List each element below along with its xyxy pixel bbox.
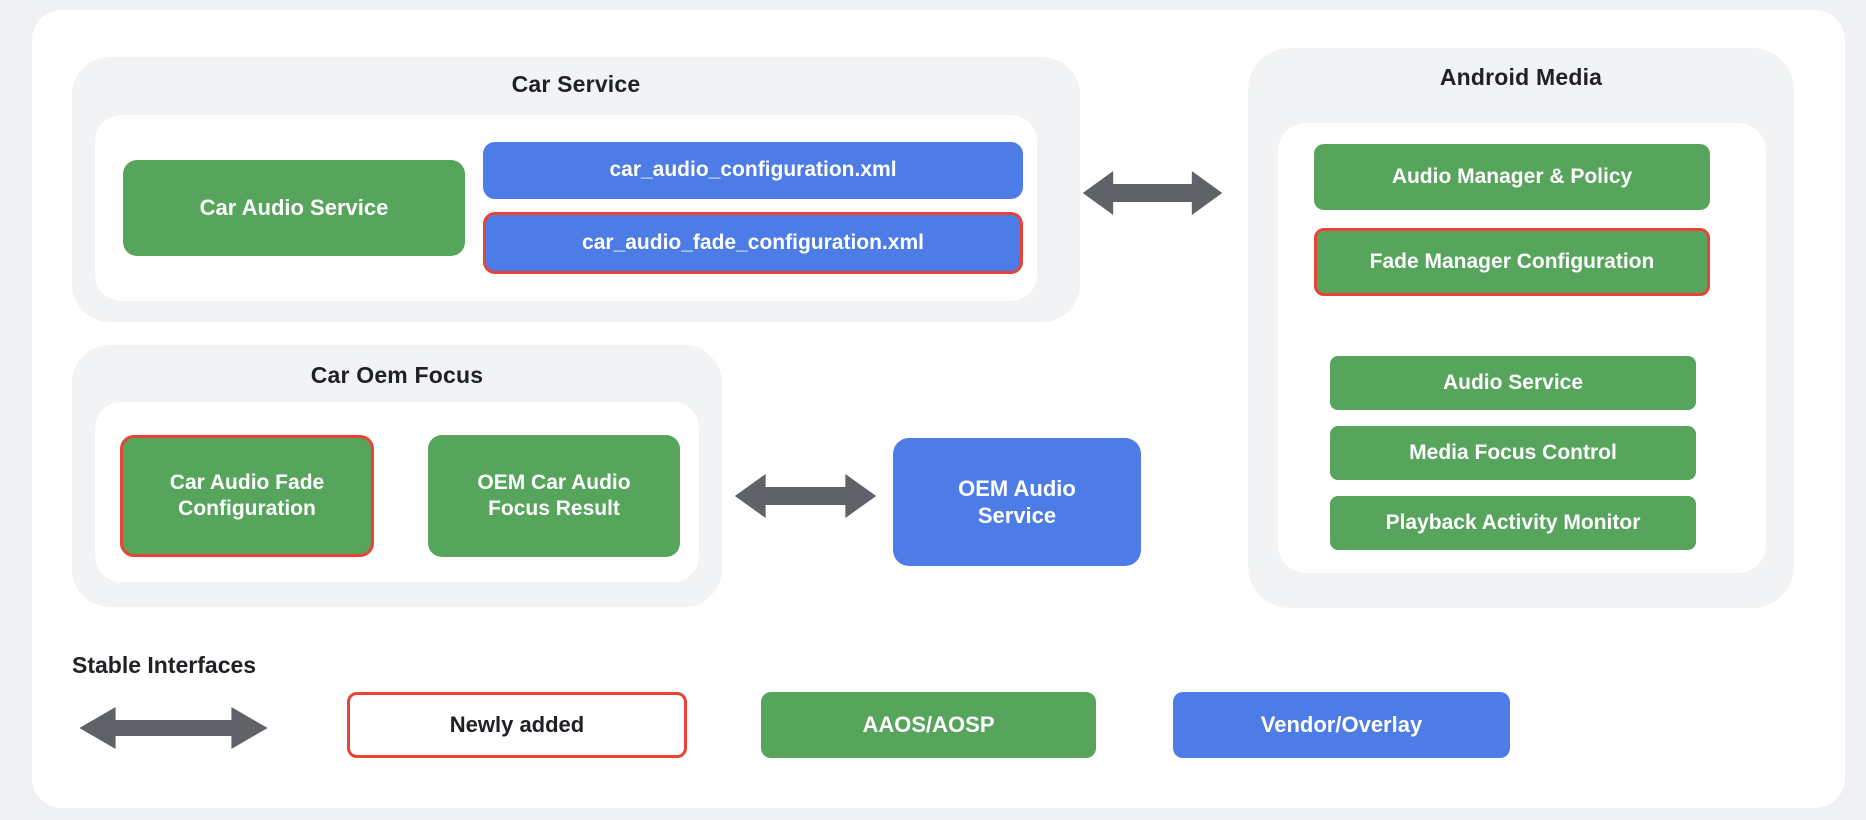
playback-activity-monitor-node: Playback Activity Monitor xyxy=(1330,496,1696,550)
media-focus-control-node: Media Focus Control xyxy=(1330,426,1696,480)
audio-manager-policy-node: Audio Manager & Policy xyxy=(1314,144,1710,210)
car-oem-focus-section: Car Oem Focus Car Audio Fade Configurati… xyxy=(72,345,722,607)
fade-manager-configuration-node: Fade Manager Configuration xyxy=(1314,228,1710,296)
audio-service-node: Audio Service xyxy=(1330,356,1696,410)
bidirectional-arrow-icon xyxy=(733,471,878,521)
android-media-inner-panel: Audio Manager & Policy Fade Manager Conf… xyxy=(1278,123,1766,573)
car-audio-fade-configuration-xml-node: car_audio_fade_configuration.xml xyxy=(483,212,1023,274)
android-media-section: Android Media Audio Manager & Policy Fad… xyxy=(1248,48,1794,608)
car-audio-fade-configuration-node: Car Audio Fade Configuration xyxy=(120,435,374,557)
car-oem-focus-title: Car Oem Focus xyxy=(310,362,484,388)
car-service-inner-panel: Car Audio Service car_audio_configuratio… xyxy=(95,115,1037,301)
android-media-title: Android Media xyxy=(1439,64,1603,90)
legend-vendor-overlay: Vendor/Overlay xyxy=(1173,692,1510,758)
bidirectional-arrow-icon xyxy=(1081,168,1224,218)
car-service-section: Car Service Car Audio Service car_audio_… xyxy=(72,57,1080,322)
car-audio-service-node: Car Audio Service xyxy=(123,160,465,256)
legend-aaos-aosp: AAOS/AOSP xyxy=(761,692,1096,758)
stable-interfaces-label: Stable Interfaces xyxy=(72,652,257,678)
oem-car-audio-focus-result-node: OEM Car Audio Focus Result xyxy=(428,435,680,557)
stable-interface-arrow-icon xyxy=(77,703,270,753)
oem-audio-service-node: OEM Audio Service xyxy=(893,438,1141,566)
legend-newly-added: Newly added xyxy=(347,692,687,758)
car-service-title: Car Service xyxy=(511,71,641,97)
car-oem-focus-inner-panel: Car Audio Fade Configuration OEM Car Aud… xyxy=(95,402,699,582)
car-audio-configuration-xml-node: car_audio_configuration.xml xyxy=(483,142,1023,199)
